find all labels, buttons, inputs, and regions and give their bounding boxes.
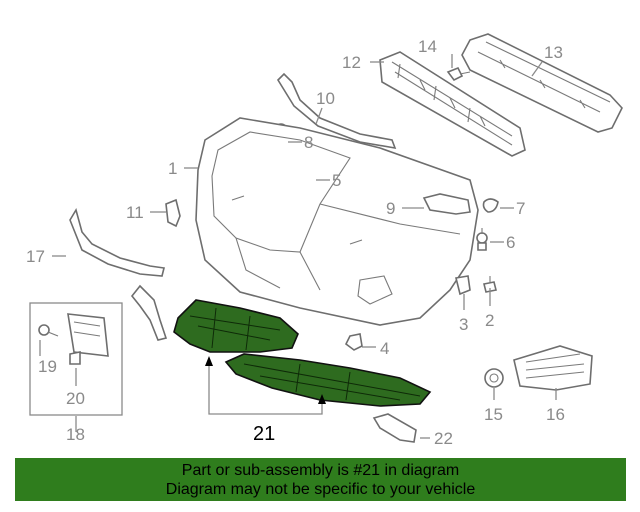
callout-8: 8	[304, 133, 313, 152]
part-6-bolt	[476, 228, 488, 251]
callout-2: 2	[485, 311, 494, 330]
part-3-clip	[455, 275, 471, 296]
callout-14: 14	[418, 37, 437, 56]
callout-7: 7	[516, 199, 525, 218]
banner-line-2: Diagram may not be specific to your vehi…	[165, 481, 476, 498]
callout-21: 21	[253, 423, 275, 445]
part-12-absorber	[379, 51, 526, 157]
callout-4: 4	[380, 339, 389, 358]
part-15-ring	[484, 368, 504, 388]
callout-3: 3	[459, 315, 468, 334]
callout-19: 19	[38, 357, 57, 376]
callout-15: 15	[484, 405, 503, 424]
callout-5: 5	[332, 171, 341, 190]
part-17-strip	[69, 207, 165, 277]
part-16-grille	[513, 345, 593, 391]
info-banner: Part or sub-assembly is #21 in diagram D…	[15, 458, 626, 501]
callout-10: 10	[316, 89, 335, 108]
part-21-under-cover	[173, 299, 432, 407]
part-18-kit-box	[29, 302, 123, 416]
part-11-bracket	[165, 198, 181, 228]
callout-20: 20	[66, 389, 85, 408]
leader-lines	[39, 54, 557, 439]
part-2-screw	[483, 276, 497, 293]
callout-13: 13	[544, 43, 563, 62]
part-7-clip	[482, 198, 499, 213]
banner-line-1: Part or sub-assembly is #21 in diagram	[181, 462, 460, 479]
callout-labels: 1 2 3 4 5 6 7 8 9 10 11 12 13 14 15 16 1…	[26, 37, 565, 448]
part-22-bracket	[372, 413, 417, 443]
callout-9: 9	[386, 199, 395, 218]
callout-16: 16	[546, 405, 565, 424]
callout-11: 11	[126, 203, 144, 222]
part-13-reinforcement	[461, 33, 623, 133]
part-14-bolt	[446, 66, 471, 82]
callout-18: 18	[66, 425, 85, 444]
callout-17: 17	[26, 247, 45, 266]
part-4-clip	[344, 333, 363, 351]
callout-12: 12	[342, 53, 361, 72]
callout-22: 22	[434, 429, 453, 448]
part-10-strip	[276, 72, 397, 150]
part-9-bracket	[422, 193, 471, 215]
part-1-bumper-cover	[195, 117, 479, 326]
callout-1: 1	[168, 159, 177, 178]
part-lower-strip	[130, 284, 168, 341]
callout-6: 6	[506, 233, 515, 252]
